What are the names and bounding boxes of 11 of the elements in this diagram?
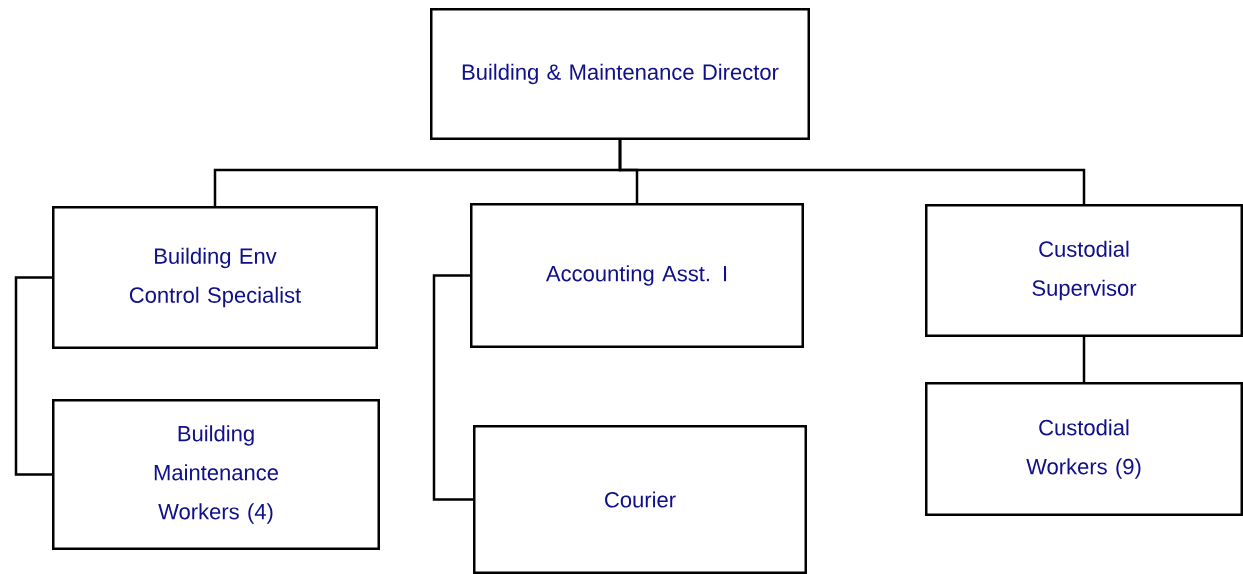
org-box: Accounting Asst. I	[470, 203, 804, 348]
org-box: Building Maintenance Workers (4)	[52, 399, 380, 550]
org-box: Courier	[473, 425, 807, 574]
org-box: Building & Maintenance Director	[430, 8, 810, 140]
connector-line	[618, 140, 1086, 204]
org-box: Custodial Supervisor	[925, 204, 1243, 337]
connector-line	[432, 274, 473, 501]
connector-line	[1082, 337, 1086, 382]
org-box: Custodial Workers (9)	[925, 382, 1243, 516]
org-box: Building Env Control Specialist	[52, 206, 378, 349]
connector-line	[14, 276, 52, 476]
